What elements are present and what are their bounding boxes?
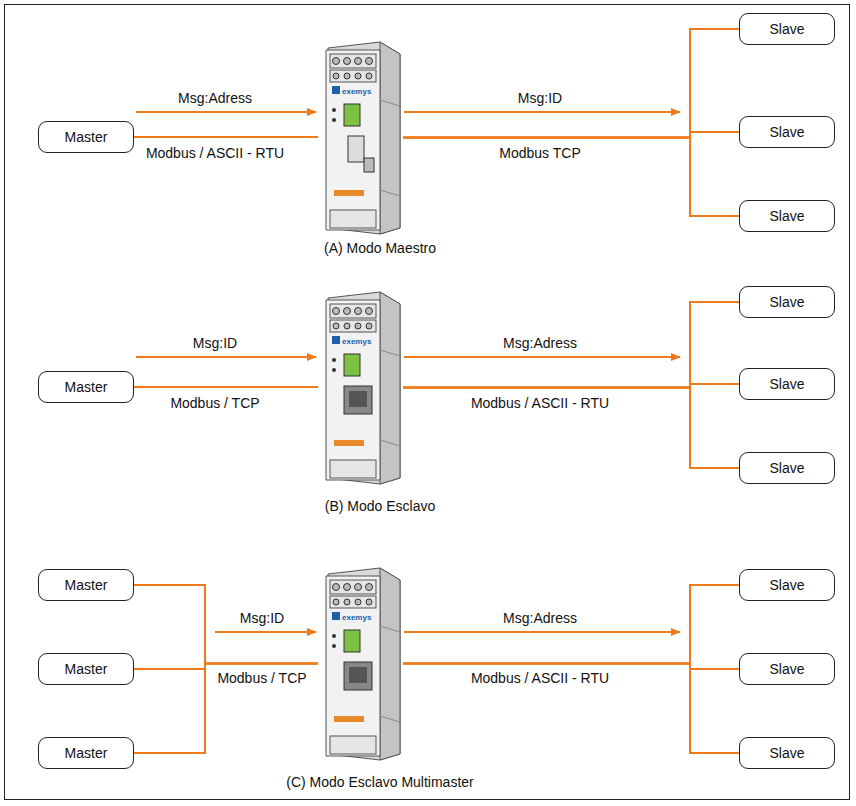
node-label: Master — [65, 379, 108, 395]
node-label: Slave — [769, 21, 804, 37]
gateway-illustration — [318, 566, 403, 761]
protocol-label: Modbus / ASCII - RTU — [469, 395, 611, 411]
bus-connector — [403, 302, 739, 388]
gateway-illustration — [318, 290, 403, 485]
bus-connector — [403, 388, 739, 469]
gateway-device: exemys — [318, 566, 403, 761]
protocol-label: Msg:Adress — [501, 335, 579, 351]
mode-caption: (B) Modo Esclavo — [323, 498, 437, 514]
protocol-label: Modbus / ASCII - RTU — [469, 670, 611, 686]
brand-label: exemys — [342, 87, 371, 96]
node-label: Slave — [769, 661, 804, 677]
station-box: Slave — [739, 116, 835, 148]
gateway-illustration — [318, 40, 403, 235]
bus-connector — [134, 664, 318, 754]
station-box: Slave — [739, 569, 835, 601]
node-label: Master — [65, 745, 108, 761]
bus-connector — [134, 136, 318, 138]
station-box: Slave — [739, 13, 835, 45]
bus-connector — [403, 138, 739, 217]
bus-connector — [403, 585, 739, 664]
station-box: Master — [38, 569, 134, 601]
protocol-label: Msg:ID — [238, 610, 286, 626]
gateway-device: exemys — [318, 40, 403, 235]
bus-connector — [134, 585, 318, 664]
station-box: Master — [38, 371, 134, 403]
node-label: Slave — [769, 745, 804, 761]
station-box: Slave — [739, 452, 835, 484]
bus-connector — [134, 386, 318, 388]
protocol-label: Modbus / TCP — [168, 395, 261, 411]
protocol-label: Msg:ID — [191, 335, 239, 351]
brand-label: exemys — [342, 613, 371, 622]
node-label: Slave — [769, 124, 804, 140]
node-label: Master — [65, 577, 108, 593]
station-box: Slave — [739, 286, 835, 318]
protocol-label: Msg:Adress — [501, 610, 579, 626]
bus-connector — [403, 29, 739, 138]
station-box: Master — [38, 737, 134, 769]
node-label: Slave — [769, 376, 804, 392]
protocol-label: Msg:ID — [516, 90, 564, 106]
gateway-device: exemys — [318, 290, 403, 485]
node-label: Master — [65, 129, 108, 145]
station-box: Slave — [739, 200, 835, 232]
node-label: Slave — [769, 294, 804, 310]
station-box: Master — [38, 121, 134, 153]
protocol-label: Modbus / ASCII - RTU — [144, 145, 286, 161]
node-label: Slave — [769, 208, 804, 224]
node-label: Slave — [769, 460, 804, 476]
protocol-label: Modbus TCP — [497, 145, 582, 161]
node-label: Slave — [769, 577, 804, 593]
protocol-label: Modbus / TCP — [215, 670, 308, 686]
station-box: Slave — [739, 737, 835, 769]
station-box: Slave — [739, 368, 835, 400]
brand-label: exemys — [342, 337, 371, 346]
station-box: Slave — [739, 653, 835, 685]
node-label: Master — [65, 661, 108, 677]
protocol-label: Msg:Adress — [176, 90, 254, 106]
mode-caption: (C) Modo Esclavo Multimaster — [284, 774, 476, 790]
bus-connector — [403, 664, 739, 754]
station-box: Master — [38, 653, 134, 685]
mode-caption: (A) Modo Maestro — [322, 240, 438, 256]
